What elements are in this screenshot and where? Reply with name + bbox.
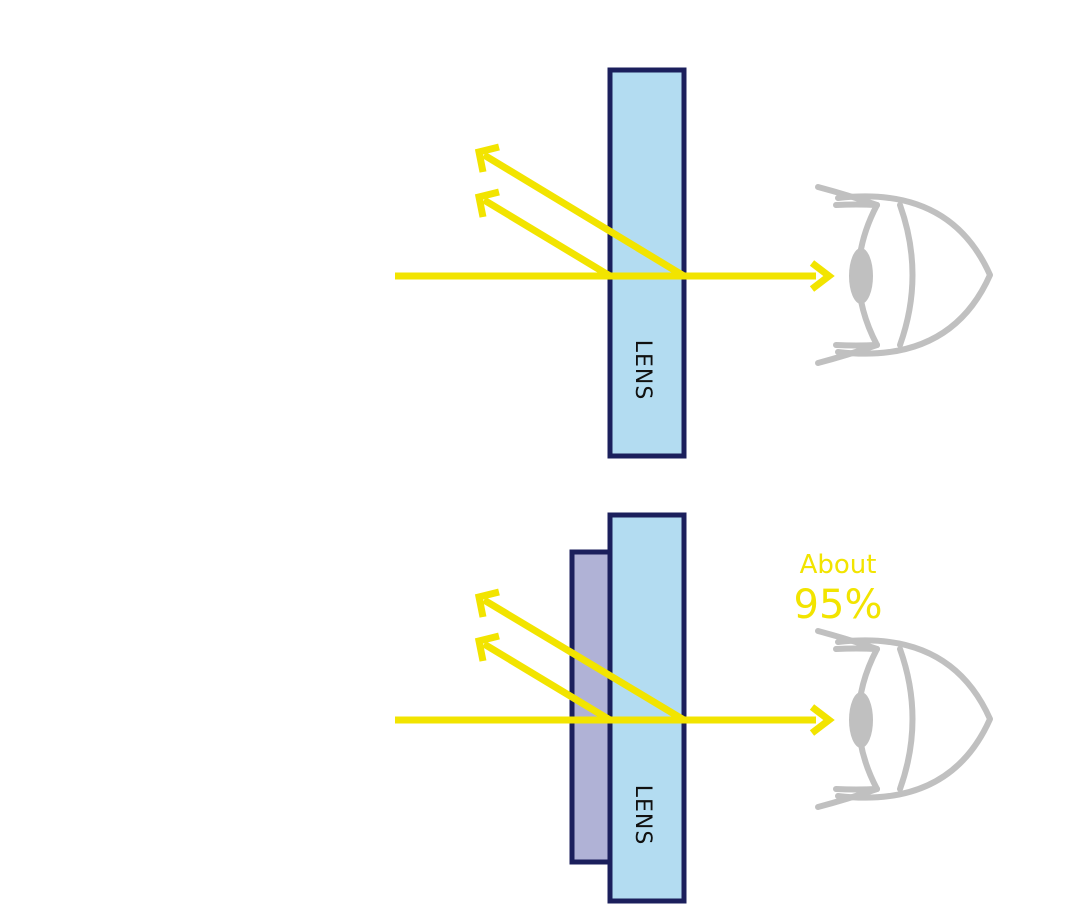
reflected-arrowhead-back-icon <box>474 143 500 173</box>
reflected-ray-front <box>482 641 612 723</box>
lens <box>607 512 687 904</box>
reflected-arrowhead-back-icon <box>474 588 500 618</box>
bottom-panel: LENS About 95% <box>395 512 993 904</box>
top-panel: LENS <box>395 67 993 459</box>
light-rays <box>395 143 835 292</box>
transmitted-arrowhead-icon <box>809 260 835 292</box>
eye-icon <box>815 184 993 366</box>
light-rays <box>395 588 835 736</box>
reflected-ray-front <box>482 197 612 279</box>
reflected-ray-back <box>482 152 686 279</box>
reflected-arrowhead-front-icon <box>474 632 500 662</box>
reflected-arrowhead-front-icon <box>474 188 500 218</box>
lens-label: LENS <box>630 785 655 846</box>
transmission-value: 95% <box>794 582 883 628</box>
reflected-ray-back <box>482 596 686 724</box>
transmitted-arrowhead-icon <box>809 704 835 736</box>
transmission-caption: About <box>800 550 877 580</box>
lens-label: LENS <box>630 340 655 401</box>
lens <box>607 67 687 459</box>
eye-icon <box>815 628 993 810</box>
